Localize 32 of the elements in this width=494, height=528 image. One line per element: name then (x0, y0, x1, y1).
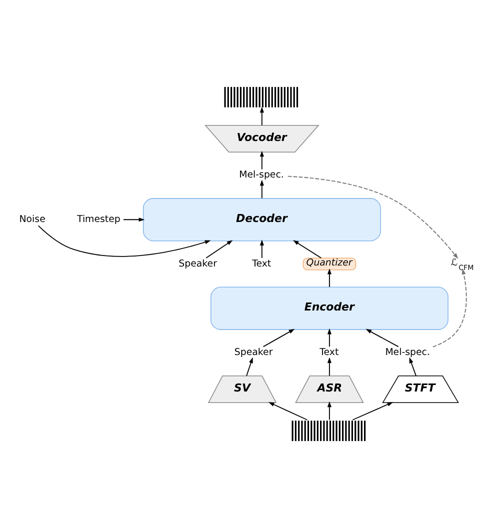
node-box: Decoder (142, 198, 381, 242)
arrow (206, 240, 233, 258)
arrow (246, 357, 253, 376)
node-text: Speaker (178, 258, 217, 270)
node-text: Text (320, 347, 339, 358)
arrow (260, 180, 264, 199)
arrow (327, 268, 332, 288)
arrow (293, 240, 322, 258)
arrow (260, 240, 264, 258)
arrow (432, 268, 467, 348)
node-text: ℒ$_{CFM}$ (450, 258, 474, 272)
node-text: Timestep (76, 214, 120, 226)
arrow (262, 328, 295, 348)
arrow (268, 402, 308, 420)
arrow (38, 225, 211, 257)
arrow (287, 176, 458, 259)
arrow (327, 328, 332, 348)
node-box: Encoder (210, 286, 448, 330)
arrow (327, 401, 332, 420)
node-text: Mel-spec. (385, 347, 430, 358)
arrow (352, 402, 394, 420)
arrow (123, 218, 145, 222)
arrow (260, 150, 264, 170)
arrow (260, 106, 264, 126)
node-text: Text (252, 258, 272, 270)
node-text: Speaker (234, 347, 273, 358)
arrow (327, 357, 332, 376)
node-text: Mel-spec. (239, 170, 284, 181)
arrow (366, 328, 399, 348)
node-box: Quantizer (302, 258, 356, 270)
node-text: Noise (19, 214, 46, 226)
arrow (409, 357, 416, 376)
